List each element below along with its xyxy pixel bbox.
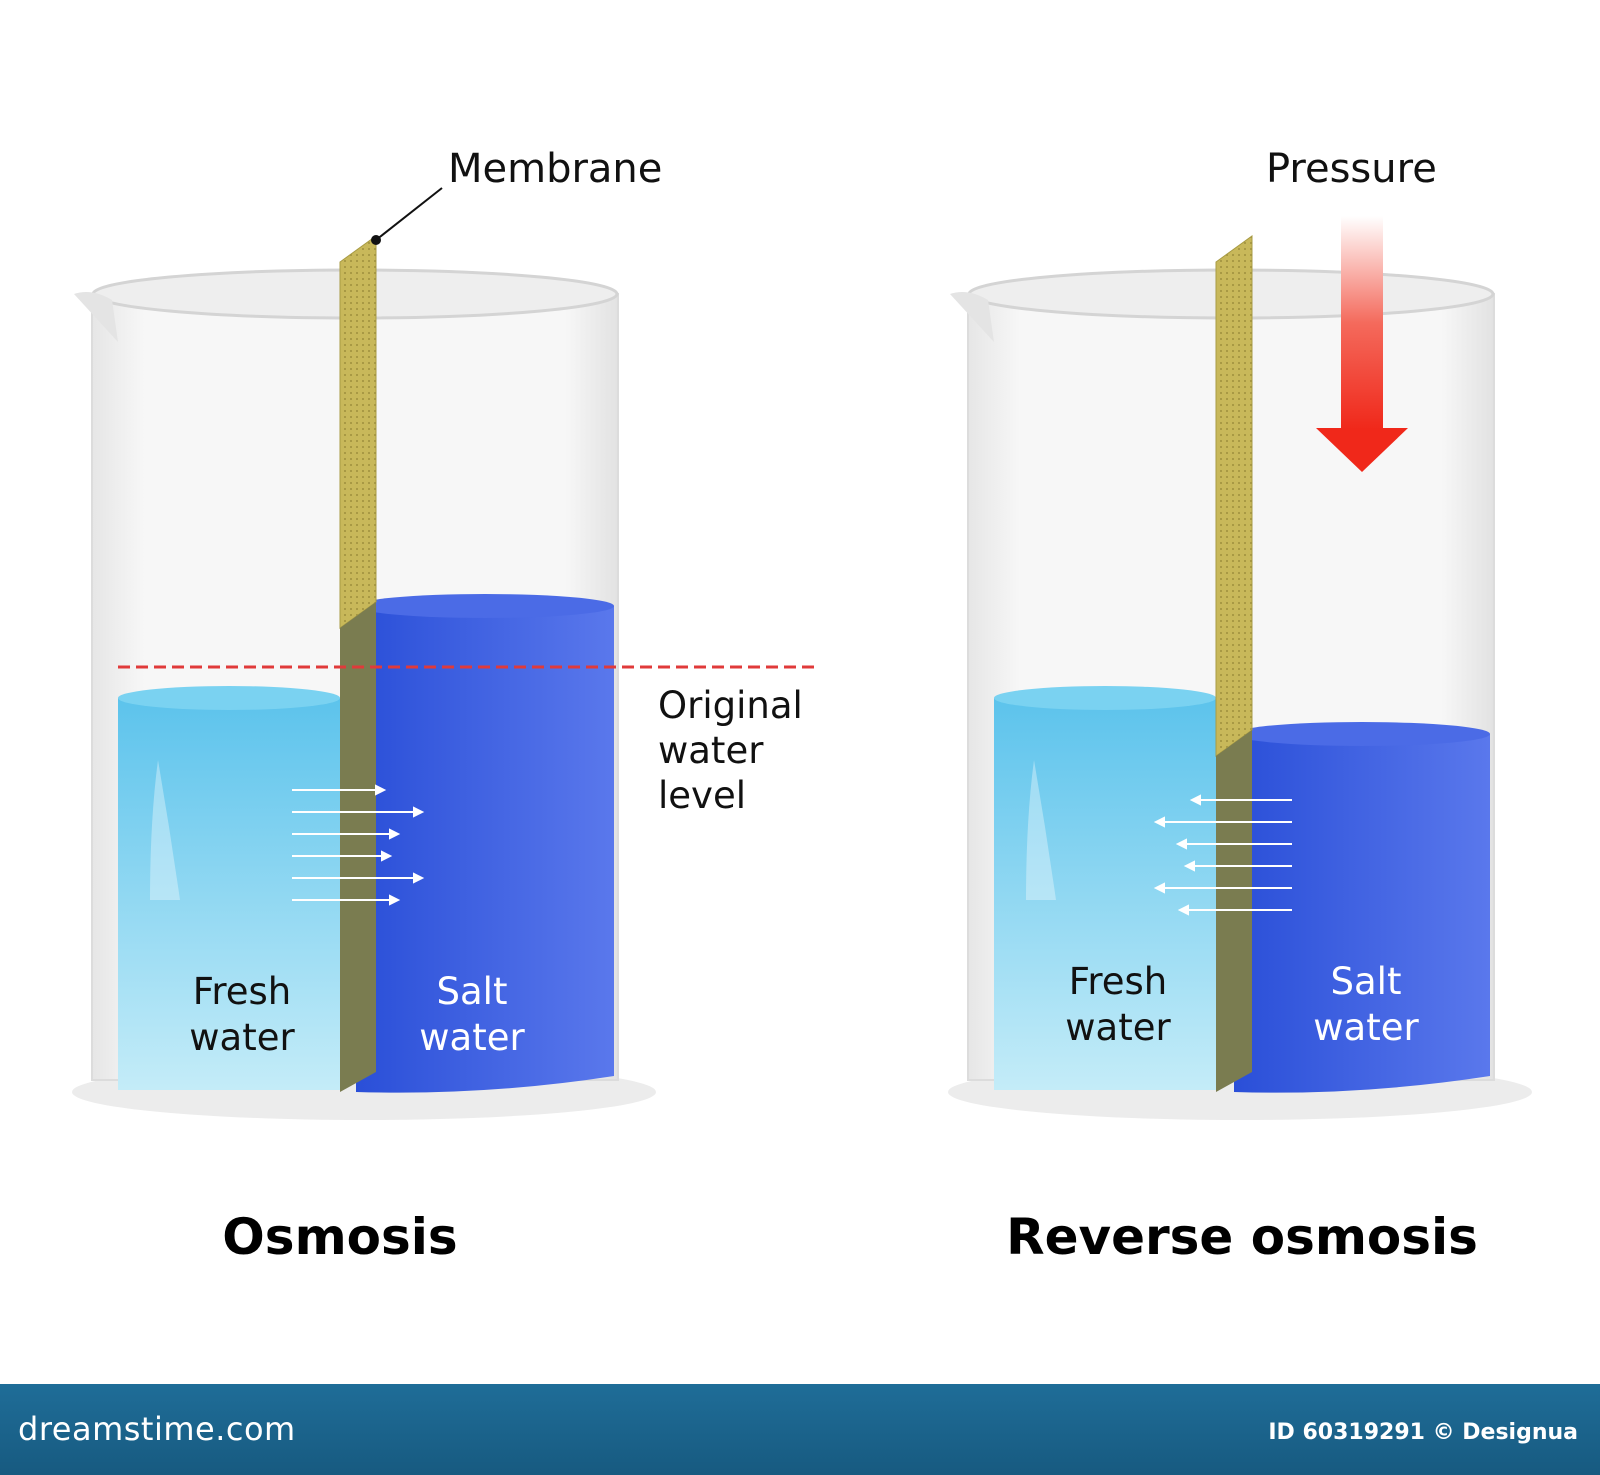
- fresh-water-label-line2: water: [189, 1016, 295, 1059]
- reverse-flow-arrows: [1153, 794, 1292, 916]
- membrane-top: [339, 235, 377, 629]
- salt-water-surface: [1234, 722, 1490, 746]
- footer-image-id: ID 60319291 © Designua: [1268, 1420, 1578, 1445]
- fresh-water-highlight: [150, 760, 180, 900]
- membrane-pointer-dot: [371, 235, 381, 245]
- fresh-water-surface: [118, 686, 340, 710]
- flow-arrow-icon: [292, 806, 425, 818]
- flow-arrow-icon: [292, 828, 401, 840]
- original-level-label-line1: Original: [658, 684, 803, 727]
- pressure-label: Pressure: [1266, 146, 1437, 192]
- salt-water-label-line2: water: [419, 1016, 525, 1059]
- beaker-spout: [74, 292, 118, 342]
- flow-arrow-icon: [1175, 838, 1292, 850]
- flow-arrow-icon: [292, 872, 425, 884]
- salt-water-label-line1: Salt: [437, 970, 508, 1013]
- footer-bar: dreamstime.com ID 60319291 © Designua: [0, 1384, 1600, 1475]
- flow-arrow-icon: [292, 894, 401, 906]
- fresh-water-surface: [994, 686, 1216, 710]
- reverse-osmosis-beaker: [948, 216, 1532, 1120]
- flow-arrow-icon: [292, 784, 387, 796]
- fresh-water-highlight: [1026, 760, 1056, 900]
- footer-brand[interactable]: dreamstime.com: [18, 1410, 296, 1448]
- fresh-water-body: [994, 698, 1216, 1090]
- flow-arrow-icon: [1153, 816, 1292, 828]
- footer-brand-text: dreamstime.com: [18, 1410, 296, 1448]
- salt-water-surface: [356, 594, 614, 618]
- membrane-pointer-line: [375, 187, 443, 241]
- fresh-water-label-line1: Fresh: [1069, 960, 1167, 1003]
- salt-water-label-line1: Salt: [1331, 960, 1402, 1003]
- osmosis-title: Osmosis: [222, 1208, 457, 1266]
- osmosis-diagram: Membrane Pressure Original water level F…: [72, 146, 1532, 1266]
- flow-arrow-icon: [292, 850, 393, 862]
- beaker-spout: [950, 292, 994, 342]
- flow-arrow-icon: [1153, 882, 1292, 894]
- original-level-label-line3: level: [658, 774, 746, 817]
- reverse-osmosis-title: Reverse osmosis: [1006, 1208, 1478, 1266]
- salt-water-label-line2: water: [1313, 1006, 1419, 1049]
- flow-arrow-icon: [1177, 904, 1292, 916]
- fresh-water-body: [118, 698, 340, 1090]
- salt-water-body: [1234, 734, 1490, 1093]
- fresh-water-label-line1: Fresh: [193, 970, 291, 1013]
- salt-water-body: [356, 606, 614, 1093]
- osmosis-beaker: [72, 187, 818, 1120]
- flow-arrow-icon: [1189, 794, 1292, 806]
- membrane-submerged: [340, 602, 376, 1092]
- membrane-top: [1215, 235, 1253, 757]
- flow-arrow-icon: [1183, 860, 1292, 872]
- membrane-label: Membrane: [448, 146, 662, 192]
- osmosis-flow-arrows: [292, 784, 425, 906]
- original-level-label-line2: water: [658, 729, 764, 772]
- pressure-arrow-icon: [1316, 216, 1408, 472]
- fresh-water-label-line2: water: [1065, 1006, 1171, 1049]
